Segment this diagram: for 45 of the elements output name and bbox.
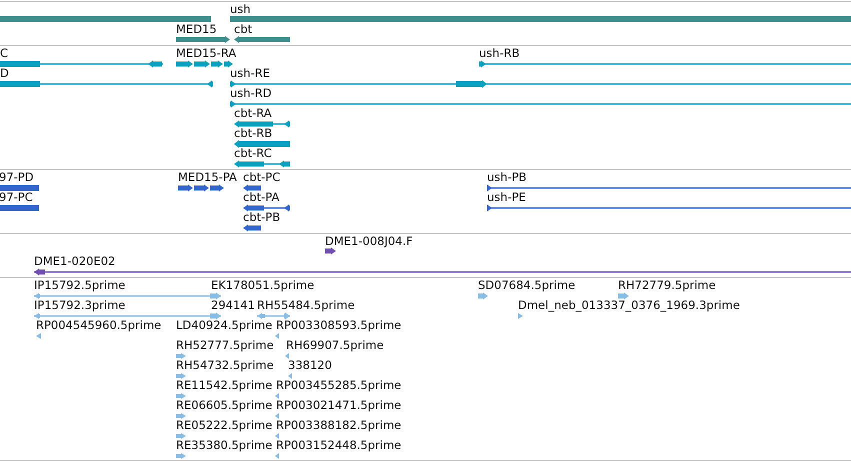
- feature-label: 97-PC: [0, 191, 33, 204]
- feature-label: IP15792.3prime: [34, 299, 126, 312]
- feature-label: ush-PB: [487, 171, 527, 184]
- feature-label: MED15: [176, 23, 217, 36]
- feature-label: RE35380.5prime: [176, 439, 272, 452]
- feature-label: RP003308593.5prime: [276, 319, 402, 332]
- feature-label: cbt-RA: [234, 107, 272, 120]
- feature-label: C: [0, 47, 8, 60]
- feature-label: cbt-RC: [234, 147, 272, 160]
- feature-label: RH52777.5prime: [176, 339, 274, 352]
- feature-label: RE05222.5prime: [176, 419, 272, 432]
- feature-label: RP003152448.5prime: [276, 439, 402, 452]
- feature-label: 97-PD: [0, 171, 34, 184]
- feature-label: cbt-PA: [243, 191, 280, 204]
- feature-label: ush-RB: [479, 47, 520, 60]
- feature-label: MED15-RA: [176, 47, 236, 60]
- feature-label: ush-PE: [487, 191, 526, 204]
- feature-label: Dmel_neb_013337_0376_1969.3prime: [518, 299, 740, 312]
- feature-label: RH72779.5prime: [618, 279, 716, 292]
- feature-label: RP003021471.5prime: [276, 399, 402, 412]
- feature-label: RP003388182.5prime: [276, 419, 402, 432]
- feature-label: D: [0, 67, 9, 80]
- feature-label: RP003455285.5prime: [276, 379, 402, 392]
- feature-label: DME1-020E02: [34, 255, 116, 268]
- feature-label: cbt-PB: [243, 211, 280, 224]
- feature-label: ush-RE: [230, 67, 270, 80]
- feature-label: IP15792.5prime: [34, 279, 126, 292]
- feature-label: MED15-PA: [178, 171, 237, 184]
- feature-label: RH55484.5prime: [257, 299, 355, 312]
- feature-label: ush: [230, 3, 251, 16]
- feature-label: cbt: [234, 23, 252, 36]
- feature-label: 294141: [211, 299, 255, 312]
- feature-label: EK178051.5prime: [211, 279, 314, 292]
- feature-label: cbt-RB: [234, 127, 272, 140]
- feature-label: RP004545960.5prime: [36, 319, 162, 332]
- feature-label: RH69907.5prime: [286, 339, 384, 352]
- feature-label: RH54732.5prime: [176, 359, 274, 372]
- feature-label: SD07684.5prime: [478, 279, 576, 292]
- feature-label: 338120: [288, 359, 332, 372]
- feature-label: LD40924.5prime: [176, 319, 272, 332]
- feature-label: DME1-008J04.F: [325, 235, 413, 248]
- feature-label: RE06605.5prime: [176, 399, 272, 412]
- feature-label: cbt-PC: [243, 171, 280, 184]
- feature-label: RE11542.5prime: [176, 379, 272, 392]
- feature-label: ush-RD: [230, 87, 272, 100]
